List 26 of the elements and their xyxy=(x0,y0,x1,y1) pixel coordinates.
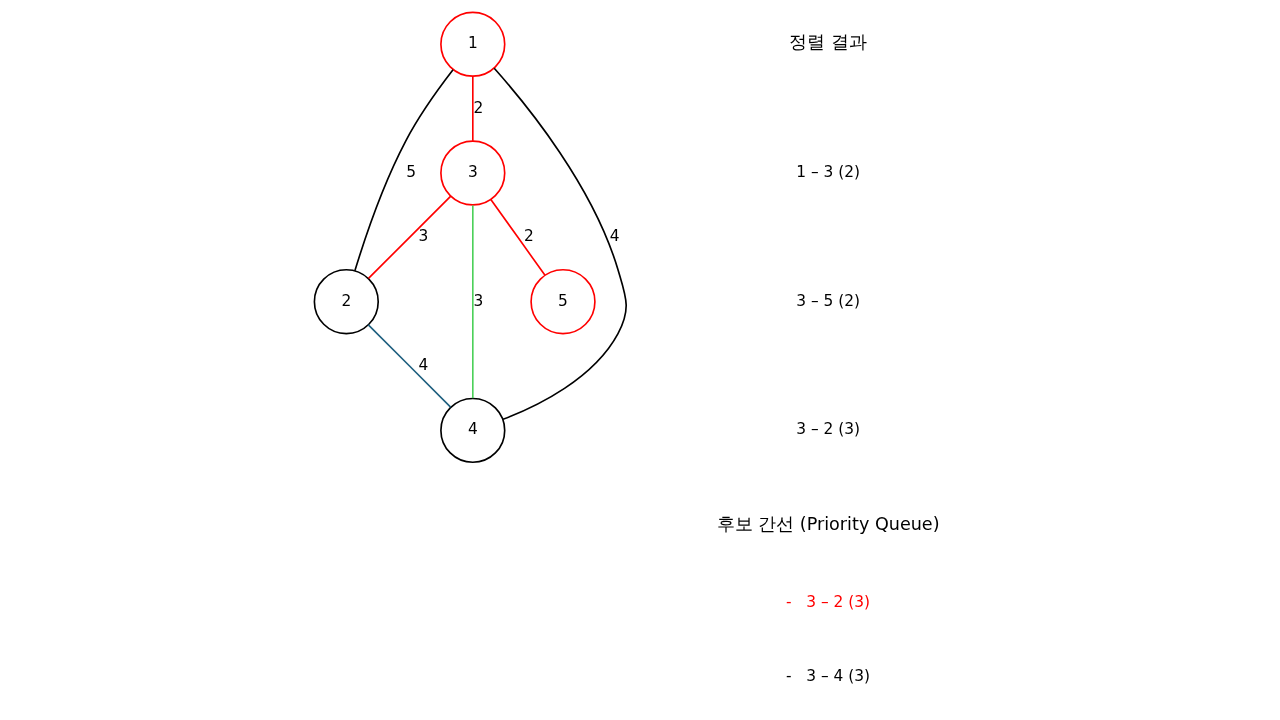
connector xyxy=(367,324,452,408)
label: 후보 간선 (Priority Queue) xyxy=(716,514,940,535)
edge-label: 3 xyxy=(473,291,484,310)
edge-label: 5 xyxy=(406,163,417,182)
node-circle: 3 xyxy=(440,140,506,206)
edge-label: 4 xyxy=(609,227,620,246)
node-circle: 1 xyxy=(440,11,506,78)
edge-label: 3 xyxy=(418,227,429,246)
label: 1 – 3 (2) xyxy=(796,163,860,182)
label: - 3 – 4 (3) xyxy=(786,667,871,686)
edge-label: 2 xyxy=(524,227,534,246)
label: - 3 – 2 (3) xyxy=(786,592,871,611)
edge-label: 4 xyxy=(418,356,429,375)
connector xyxy=(493,67,627,421)
connector xyxy=(471,75,474,142)
label: 정렬 결과 xyxy=(789,32,867,53)
connector xyxy=(367,195,452,280)
label: 3 – 5 (2) xyxy=(796,291,860,310)
connector xyxy=(490,198,546,277)
node-circle: 5 xyxy=(530,268,596,335)
edge-label: 2 xyxy=(473,98,484,117)
connector xyxy=(471,204,474,399)
node-circle: 2 xyxy=(313,268,380,335)
label: 3 – 2 (3) xyxy=(796,420,860,439)
node-circle: 4 xyxy=(440,397,506,464)
connector xyxy=(354,69,454,272)
